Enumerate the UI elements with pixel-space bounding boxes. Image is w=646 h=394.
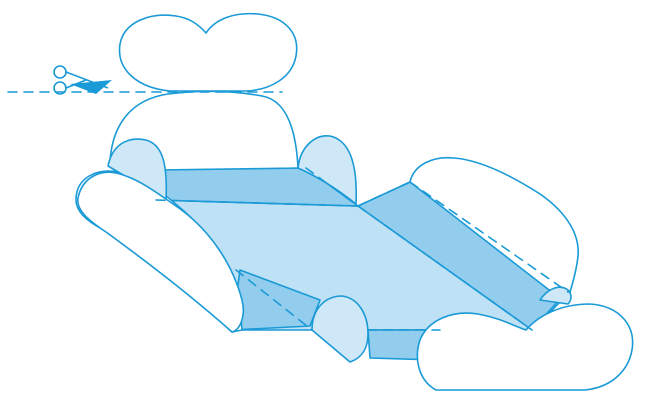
scissors-icon [54, 66, 112, 94]
cut-off-head-piece [120, 14, 297, 91]
front-left-disc [312, 296, 368, 362]
